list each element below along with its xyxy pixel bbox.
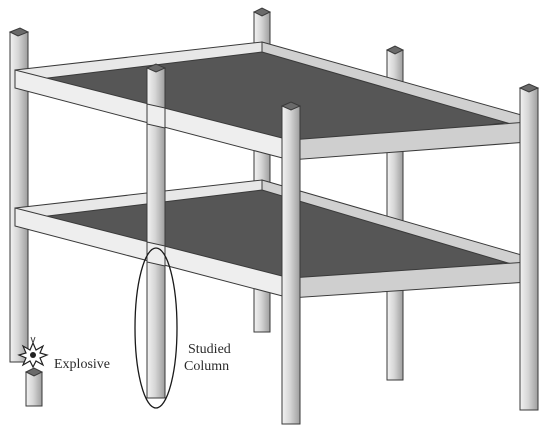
removed-column-stub	[24, 367, 44, 407]
studied-column-label-line1: Studied	[188, 342, 231, 357]
beam-overlaps	[146, 103, 166, 267]
explosion-icon	[17, 336, 49, 369]
studied-column-highlight	[134, 247, 178, 409]
lower-floor	[14, 179, 529, 299]
column-caps	[8, 7, 540, 111]
explosive-label: Explosive	[54, 357, 110, 372]
upper-floor	[14, 41, 529, 161]
column-front-corner	[281, 105, 301, 425]
studied-column-label-line2: Column	[184, 359, 230, 374]
column-stub	[25, 371, 43, 407]
column-front-right	[519, 87, 539, 411]
front-columns	[146, 67, 539, 425]
